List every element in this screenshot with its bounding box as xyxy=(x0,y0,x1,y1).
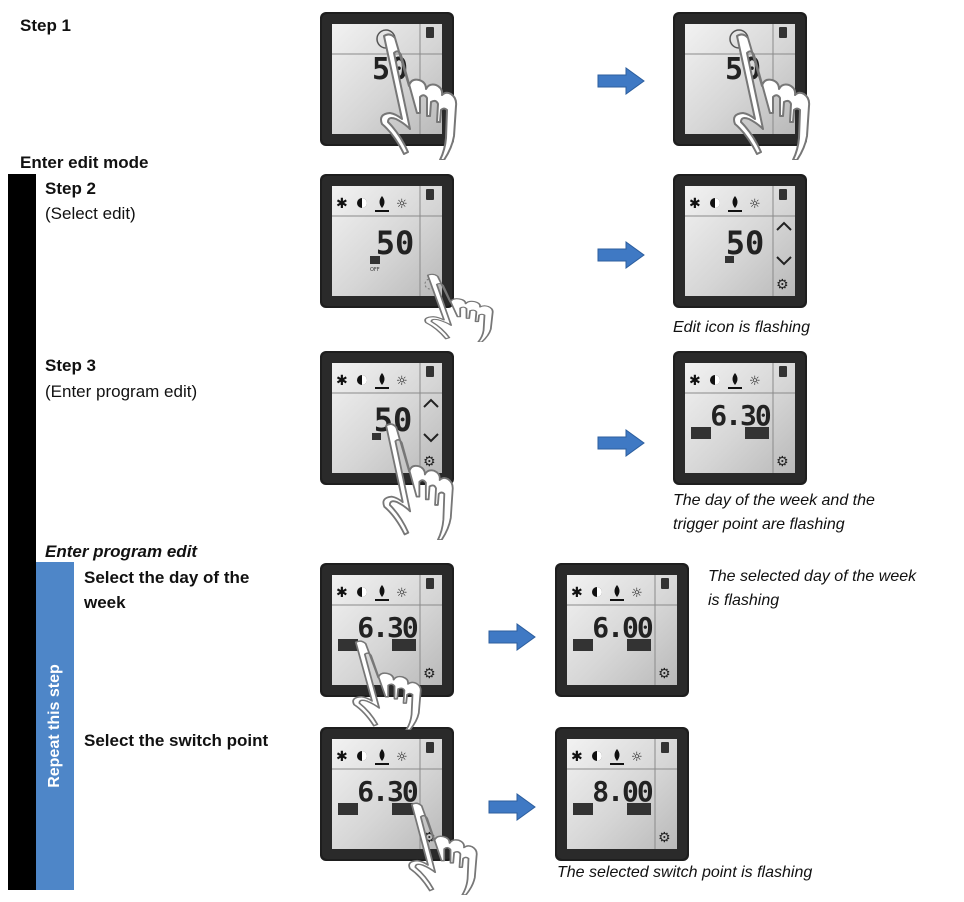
select-day-label-line1: Select the day of the xyxy=(84,568,250,587)
pointing-hand-icon xyxy=(715,30,815,160)
repeat-step-bar: Repeat this step xyxy=(36,562,74,890)
repeat-step-label: Repeat this step xyxy=(46,664,63,788)
caption-day-trigger-line1: The day of the week and the xyxy=(673,492,875,509)
display-value-5a: 6.30 xyxy=(357,775,418,808)
step2-label: Step 2 xyxy=(45,179,97,198)
right-arrow-icon xyxy=(487,792,537,822)
edit-mode-bar xyxy=(8,174,36,890)
enter-program-edit-label: Enter program edit xyxy=(45,542,198,561)
right-arrow-icon xyxy=(596,240,646,270)
display-value-5b: 8.00 xyxy=(592,775,653,808)
caption-day-flash-line1: The selected day of the week xyxy=(708,568,917,585)
step2-sublabel: (Select edit) xyxy=(45,204,136,223)
caption-switch-flash: The selected switch point is flashing xyxy=(557,864,813,881)
pointing-hand-icon xyxy=(408,272,498,342)
right-arrow-icon xyxy=(596,66,646,96)
select-day-label-line2: week xyxy=(84,593,126,612)
right-arrow-icon xyxy=(596,428,646,458)
right-arrow-icon xyxy=(487,622,537,652)
enter-edit-mode-label: Enter edit mode xyxy=(20,153,149,172)
display-value-4a: 6.30 xyxy=(357,611,418,644)
caption-edit-icon: Edit icon is flashing xyxy=(673,319,810,336)
pointing-hand-icon xyxy=(362,30,462,160)
step3-label: Step 3 xyxy=(45,356,97,375)
step1-label: Step 1 xyxy=(20,16,72,35)
display-value-2b: 50 xyxy=(725,224,765,262)
pointing-hand-icon xyxy=(362,420,462,540)
caption-day-trigger-line2: trigger point are flashing xyxy=(673,516,845,533)
display-value-2a: 50 xyxy=(375,224,415,262)
step3-sublabel: (Enter program edit) xyxy=(45,382,198,401)
pointing-hand-icon xyxy=(392,800,482,895)
pointing-hand-icon xyxy=(336,638,426,730)
display-value-4b: 6.00 xyxy=(592,611,653,644)
caption-day-flash-line2: is flashing xyxy=(708,592,780,609)
select-switch-label: Select the switch point xyxy=(84,731,269,750)
display-value-3b: 6.30 xyxy=(710,399,771,432)
